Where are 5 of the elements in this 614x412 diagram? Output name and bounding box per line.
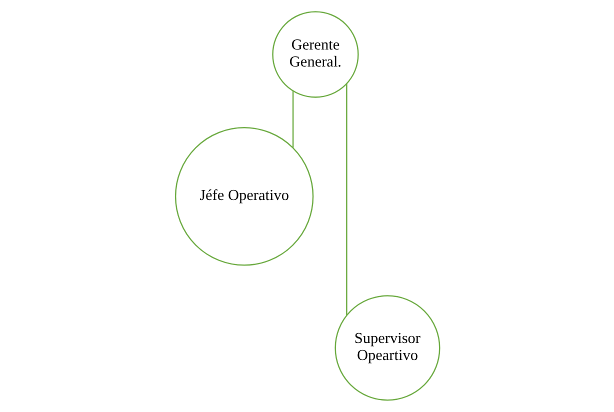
node-circle: Supervisor Opeartivo: [334, 295, 440, 401]
node-circle: Jéfe Operativo: [174, 127, 314, 266]
connector: [346, 83, 347, 316]
node-circle: Gerente General.: [272, 11, 358, 98]
connector: [292, 90, 294, 148]
